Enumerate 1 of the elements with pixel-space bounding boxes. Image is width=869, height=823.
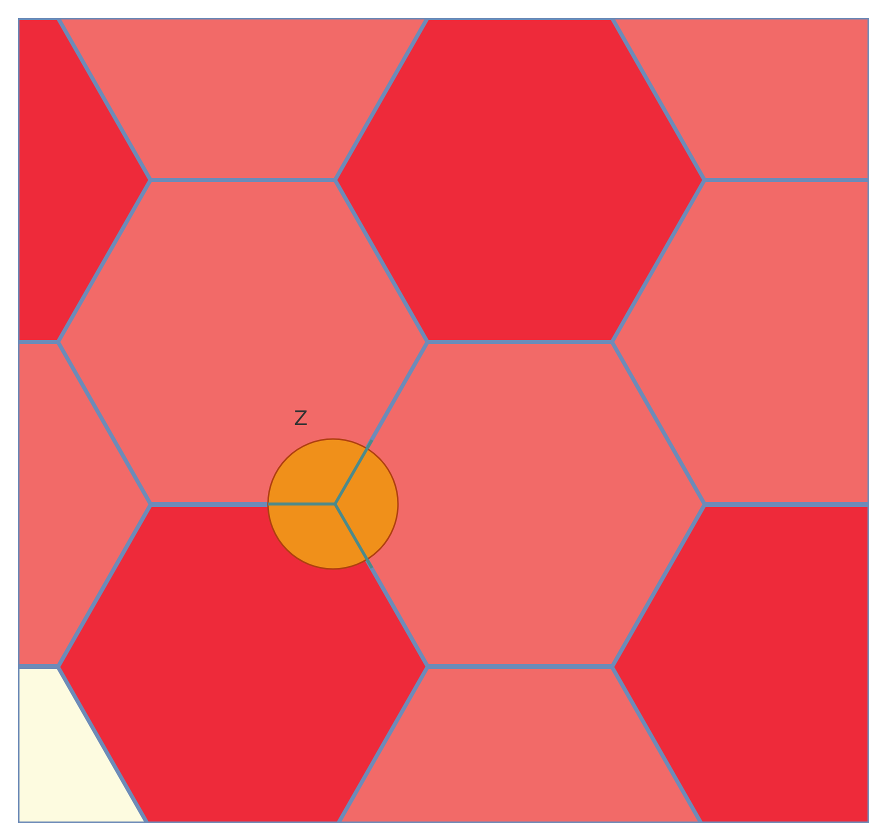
point-label: Z	[294, 408, 308, 428]
